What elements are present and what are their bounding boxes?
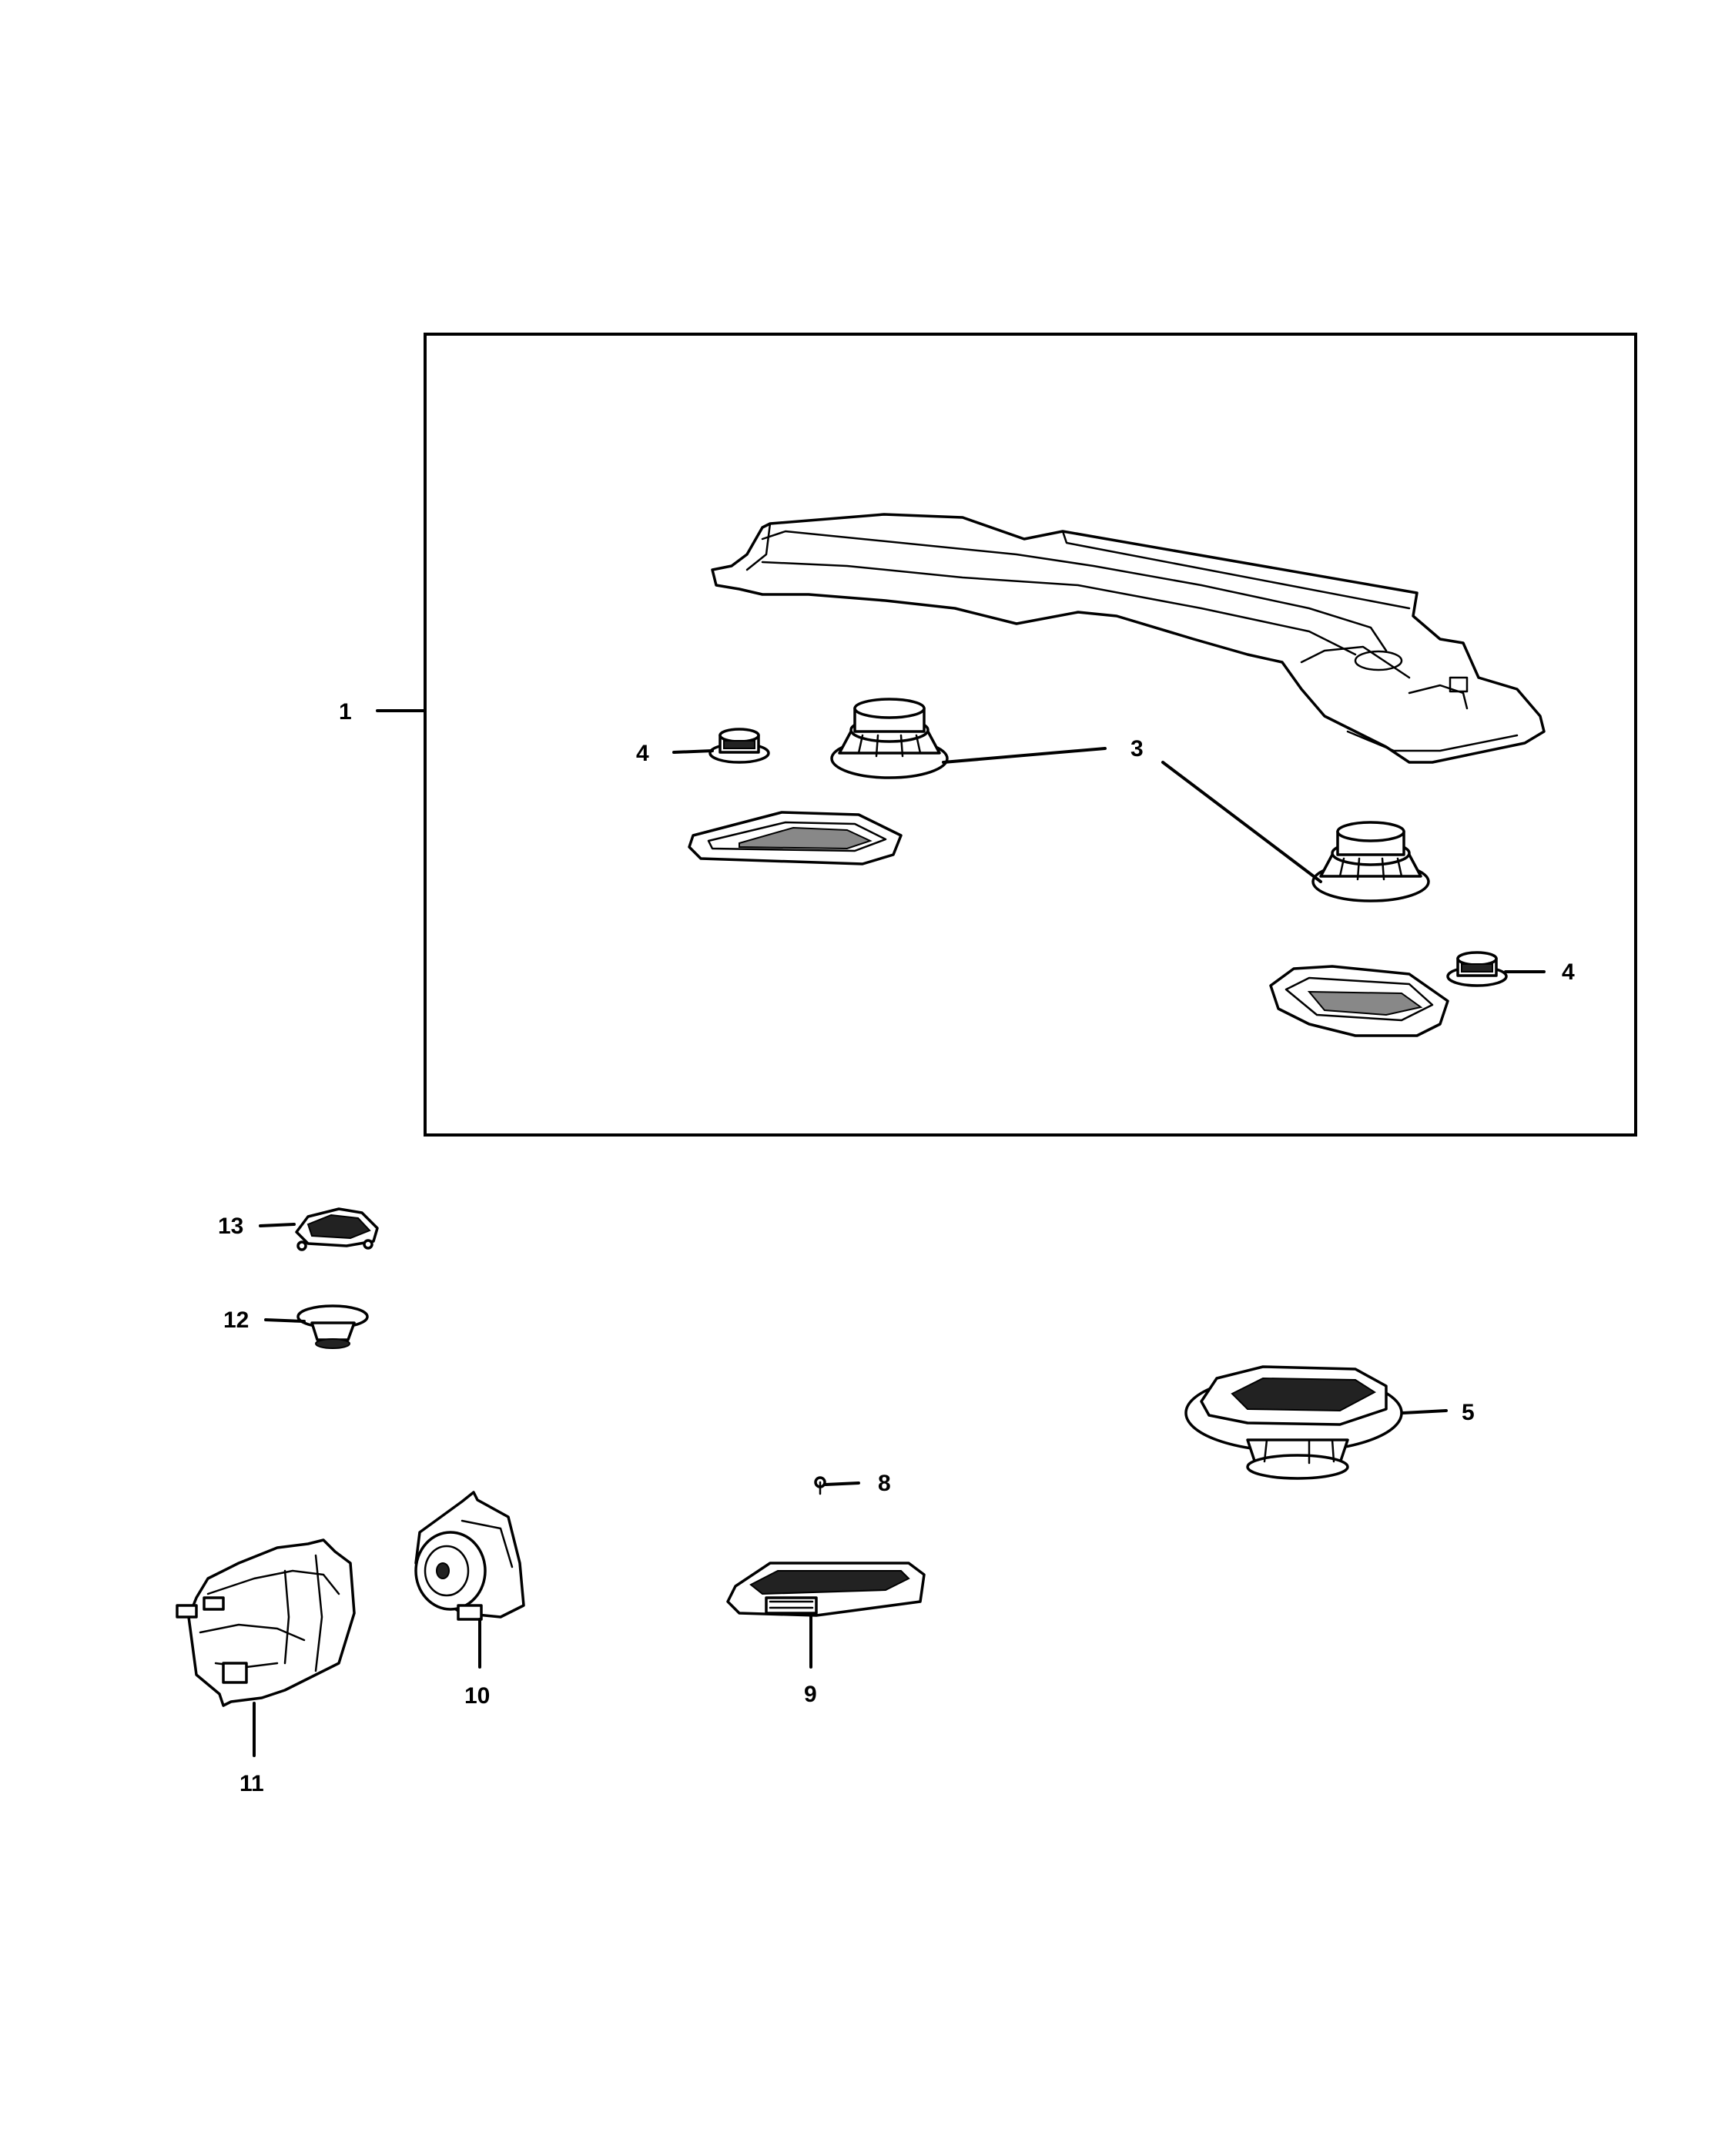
callout-12-label: 12	[223, 1307, 249, 1333]
coaxial-speaker-left[interactable]	[830, 698, 949, 779]
speaker-housing[interactable]	[711, 513, 1546, 764]
callout-4-left[interactable]: 4	[636, 741, 714, 766]
tweeter-cover[interactable]	[295, 1207, 379, 1251]
callout-4-right[interactable]: 4	[1504, 959, 1575, 985]
callout-3-label: 3	[1130, 736, 1144, 762]
coaxial-speaker-right[interactable]	[1311, 821, 1430, 902]
dome-tweeter[interactable]	[296, 1304, 369, 1349]
oval-speaker[interactable]	[1184, 1365, 1403, 1480]
assembly-1-frame	[424, 333, 1637, 1137]
callout-3[interactable]: 3	[942, 736, 1322, 883]
screw[interactable]	[814, 1476, 826, 1495]
callout-13-label: 13	[218, 1214, 243, 1239]
tweeter-left[interactable]	[708, 728, 770, 764]
callout-5-label: 5	[1462, 1400, 1475, 1425]
callout-4-left-label: 4	[636, 741, 649, 766]
callout-10-label: 10	[464, 1683, 490, 1709]
callout-1-label: 1	[339, 699, 352, 725]
callout-8-label: 8	[878, 1471, 891, 1496]
callout-11-label: 11	[239, 1771, 264, 1796]
callout-1[interactable]: 1	[339, 699, 427, 725]
callout-13[interactable]: 13	[218, 1214, 296, 1239]
callout-10[interactable]: 10	[464, 1618, 490, 1709]
woofer[interactable]	[414, 1491, 525, 1621]
callout-5[interactable]: 5	[1402, 1400, 1475, 1425]
callout-9-label: 9	[804, 1682, 817, 1707]
callout-4-right-label: 4	[1562, 959, 1575, 985]
amplifier[interactable]	[726, 1562, 926, 1617]
subwoofer-enclosure[interactable]	[176, 1538, 356, 1707]
callout-9[interactable]: 9	[804, 1614, 817, 1707]
grille-left[interactable]	[688, 811, 903, 865]
tweeter-right[interactable]	[1446, 951, 1508, 987]
grille-right[interactable]	[1269, 965, 1449, 1037]
callout-8[interactable]: 8	[824, 1471, 891, 1496]
callout-11[interactable]: 11	[239, 1702, 264, 1796]
callout-12[interactable]: 12	[223, 1307, 306, 1333]
